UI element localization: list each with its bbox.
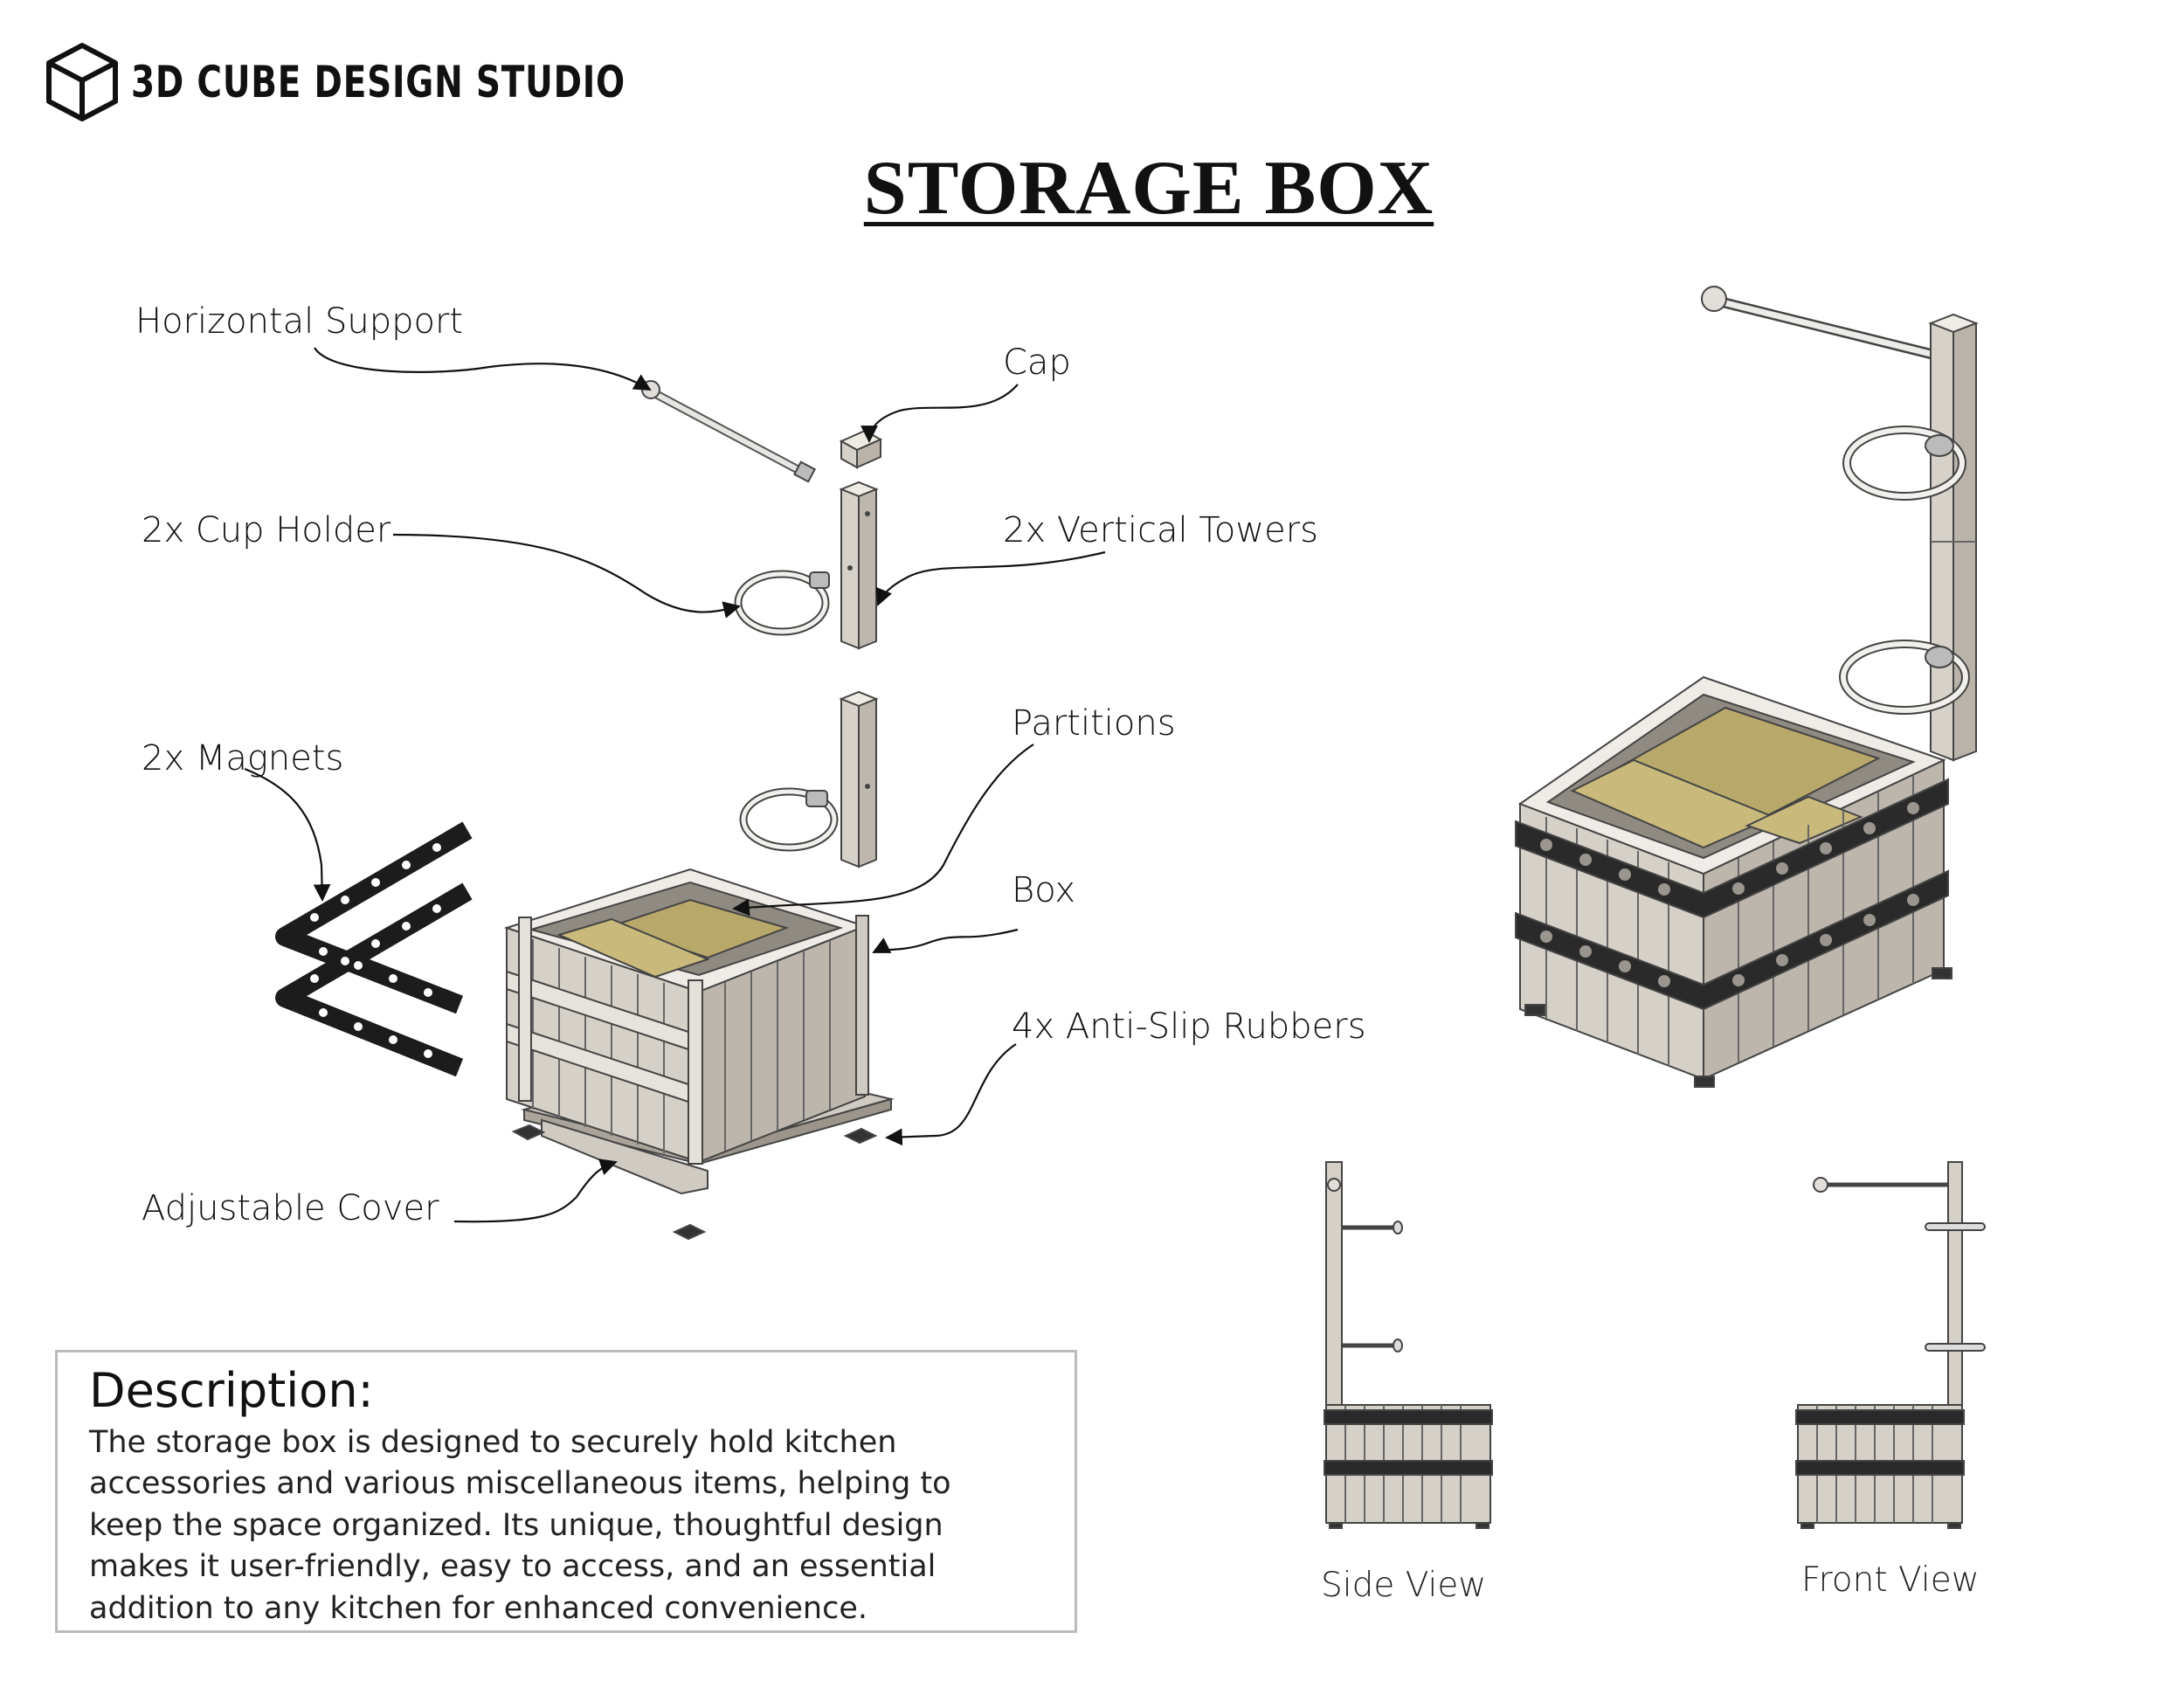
- cup-holder-upper-part: [734, 570, 830, 636]
- brand-logo: 3D CUBE DESIGN STUDIO: [45, 42, 765, 122]
- magnets-part: [275, 821, 473, 1077]
- label-anti-slip-rubbers: 4x Anti-Slip Rubbers: [1012, 1007, 1366, 1047]
- assembled-view: [1515, 286, 1979, 1088]
- leader-lines: [244, 347, 1106, 1223]
- side-view-drawing: [1324, 1161, 1493, 1529]
- description-body: The storage box is designed to securely …: [89, 1424, 951, 1626]
- vertical-tower-upper-part: [839, 481, 879, 650]
- page-title: STORAGE BOX: [863, 146, 1434, 231]
- front-view-label: Front View: [1801, 1560, 1980, 1600]
- description-heading: Description:: [89, 1363, 374, 1418]
- description-panel: Description: The storage box is designed…: [55, 1350, 1077, 1633]
- box-part: [503, 868, 895, 1241]
- label-box: Box: [1012, 870, 1076, 910]
- front-view-drawing: [1795, 1161, 1986, 1529]
- label-magnets: 2x Magnets: [142, 738, 344, 778]
- cap-part: [839, 429, 883, 469]
- label-cap: Cap: [1003, 342, 1071, 383]
- cup-holder-lower-part: [739, 787, 839, 852]
- label-vertical-towers: 2x Vertical Towers: [1003, 510, 1318, 550]
- brand-name: 3D CUBE DESIGN STUDIO: [131, 57, 625, 107]
- label-adjustable-cover: Adjustable Cover: [142, 1188, 439, 1228]
- cube-icon: [46, 43, 118, 121]
- horizontal-support-part: [641, 380, 817, 483]
- side-view-label: Side View: [1321, 1566, 1487, 1605]
- label-horizontal-support: Horizontal Support: [135, 301, 464, 342]
- label-partitions: Partitions: [1012, 703, 1176, 744]
- vertical-tower-lower-part: [839, 690, 879, 868]
- label-cup-holder: 2x Cup Holder: [142, 510, 391, 550]
